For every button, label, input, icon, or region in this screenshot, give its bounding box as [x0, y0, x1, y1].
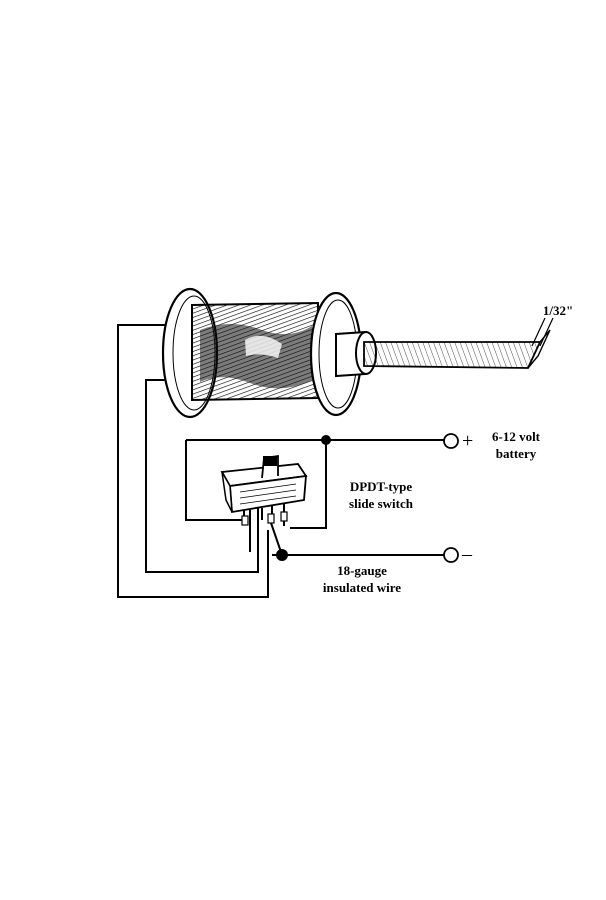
wire-label-line2: insulated wire	[322, 580, 402, 595]
switch-label-line1: DPDT-type	[349, 479, 413, 494]
wire-coil-spool	[161, 287, 554, 419]
junction-dot-negative	[276, 549, 288, 561]
junction-dot-positive	[321, 435, 331, 445]
dpdt-slide-switch	[220, 454, 308, 552]
thickness-label: 1/32"	[542, 303, 574, 318]
battery-label-line2: battery	[495, 446, 537, 461]
circuit-wires	[117, 324, 444, 598]
battery-positive-terminal	[443, 433, 459, 449]
switch-label-line2: slide switch	[349, 496, 413, 511]
positive-symbol: +	[462, 430, 474, 452]
wire-label-line1: 18-gauge	[337, 563, 387, 578]
wire-label: 18-gauge insulated wire	[302, 562, 422, 596]
battery-label: 6-12 volt battery	[478, 428, 554, 462]
switch-label: DPDT-type slide switch	[328, 478, 434, 512]
negative-symbol: –	[462, 543, 472, 565]
battery-label-line1: 6-12 volt	[491, 429, 541, 444]
battery-negative-terminal	[443, 547, 459, 563]
